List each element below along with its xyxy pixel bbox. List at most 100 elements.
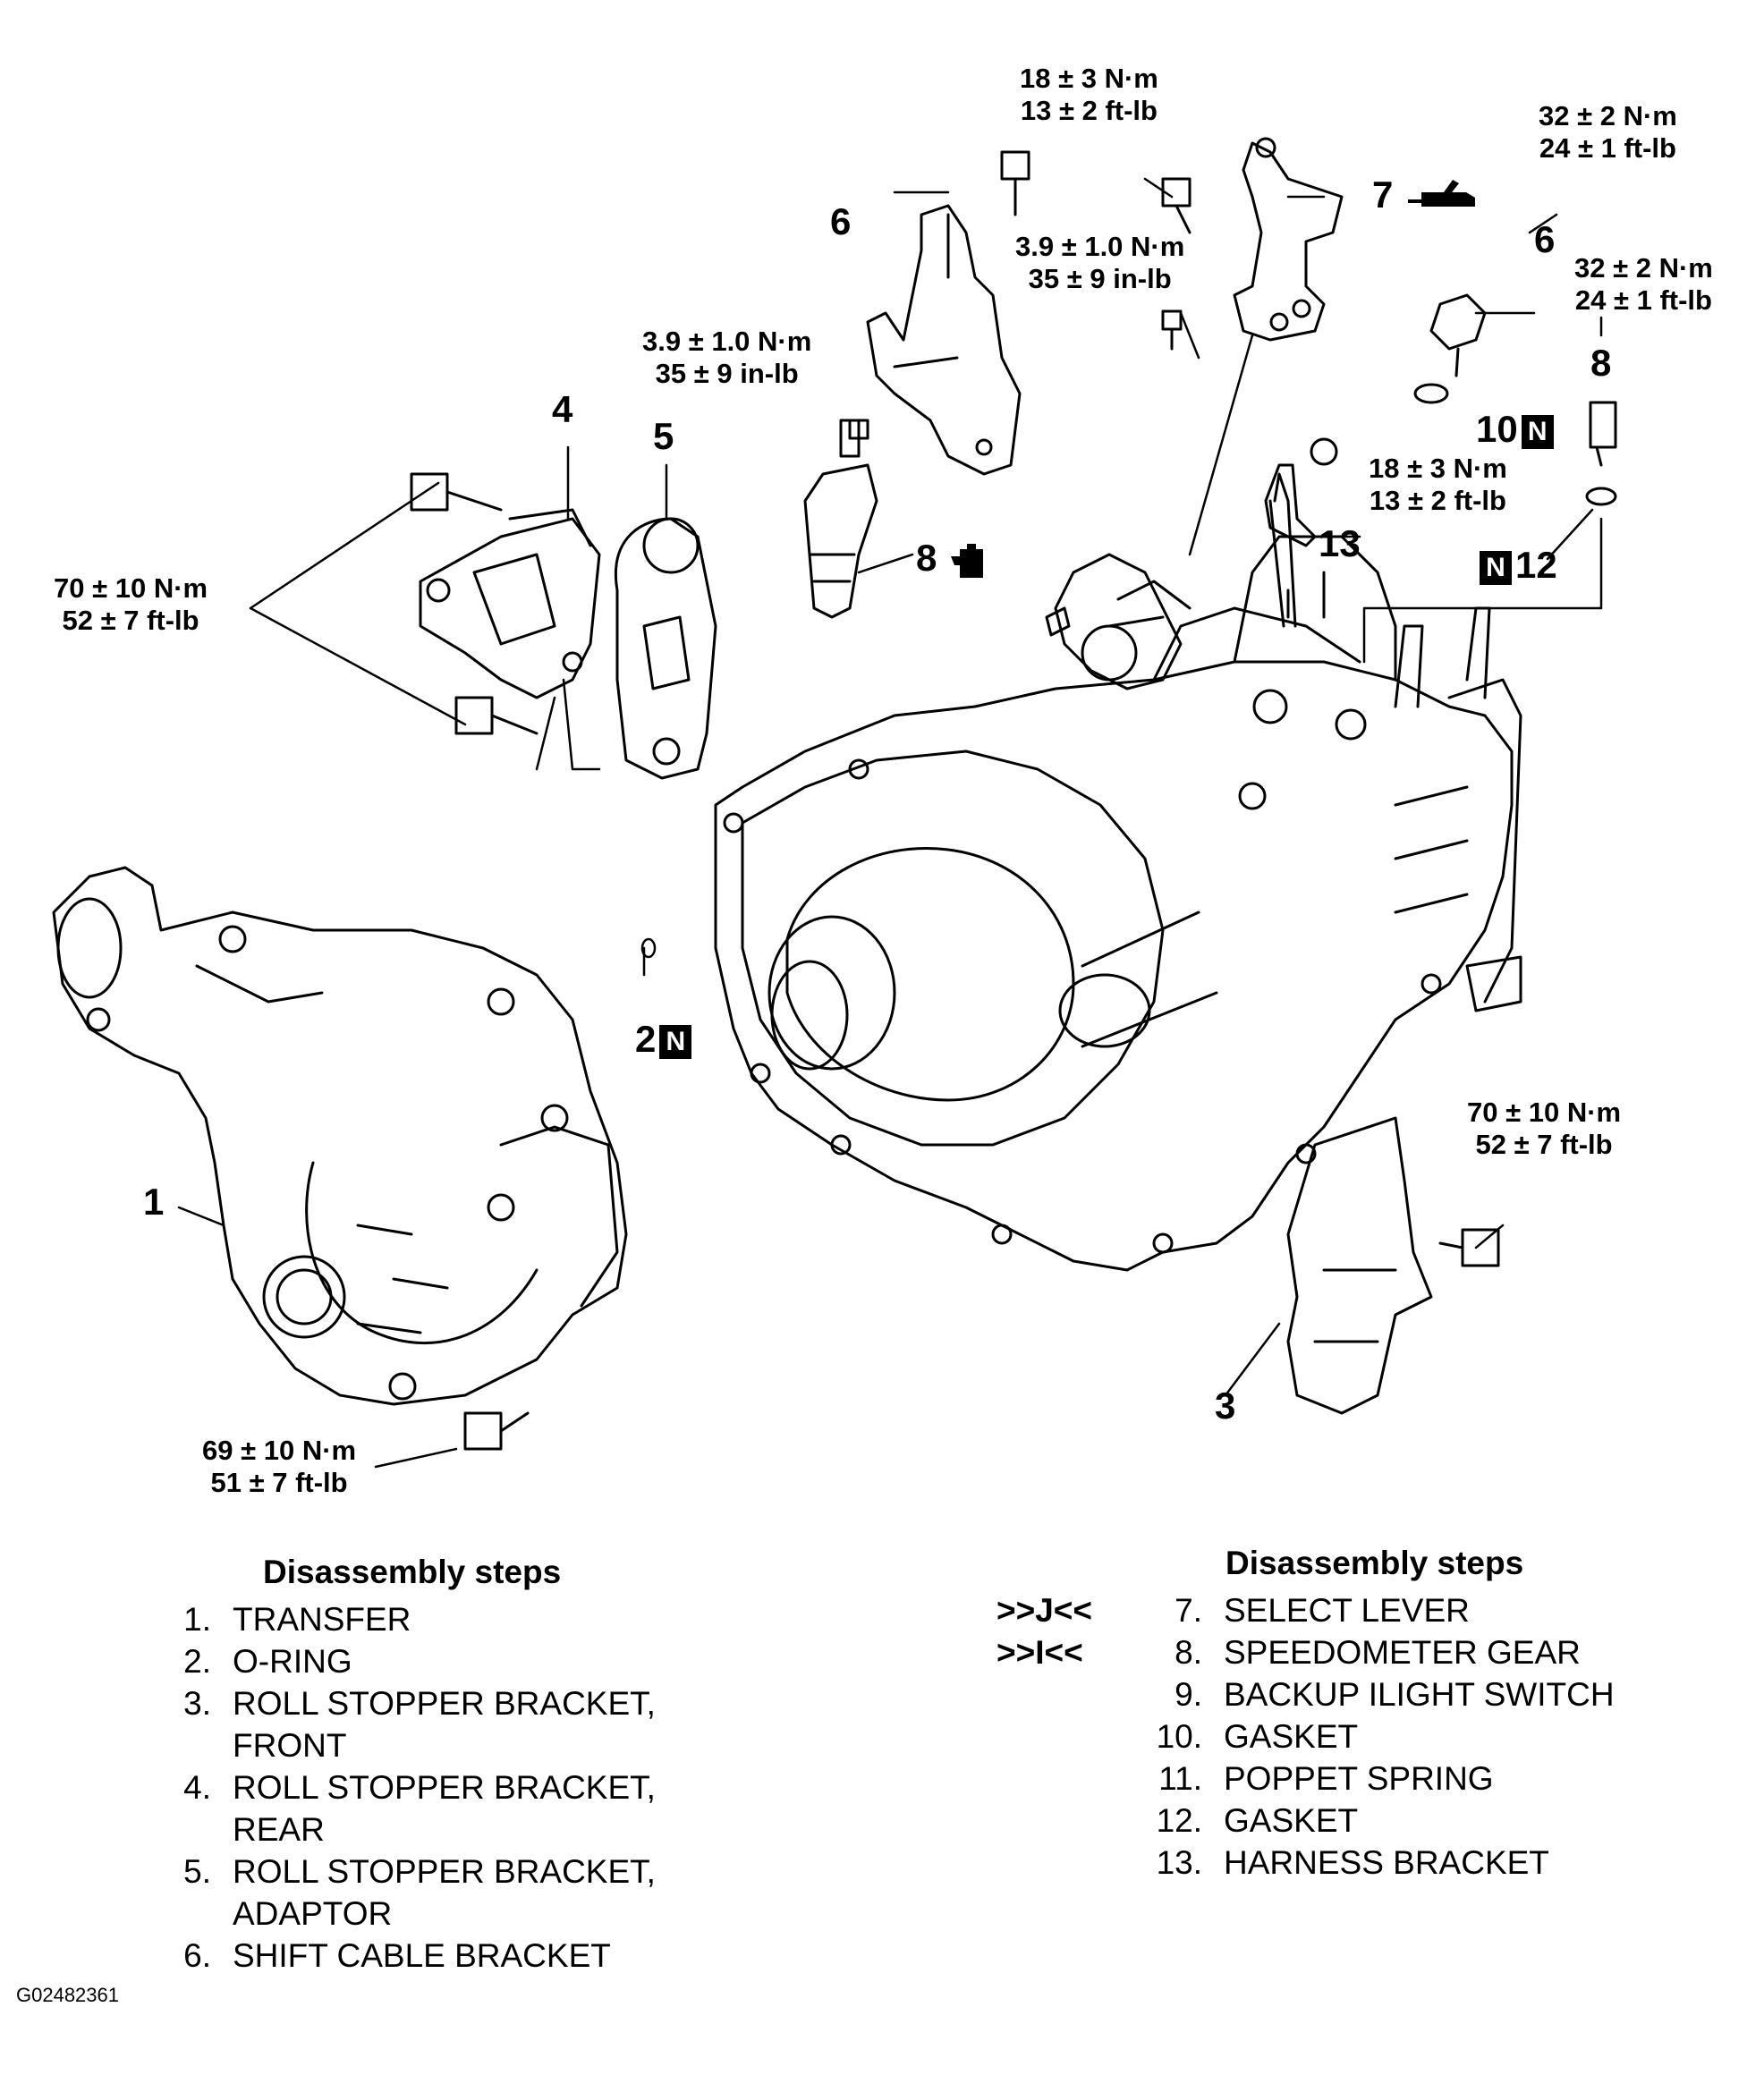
step-text: ROLL STOPPER BRACKET, [233, 1853, 656, 1890]
step-reference-mark [996, 1757, 1100, 1800]
torque-ftlb: 24 ± 1 ft-lb [1574, 284, 1712, 316]
torque-nm: 70 ± 10 N·m [54, 572, 208, 604]
torque-spec-harness: 18 ± 3 N·m 13 ± 2 ft-lb [1369, 453, 1507, 517]
step-row: 4.ROLL STOPPER BRACKET, [157, 1766, 656, 1808]
torque-nm: 18 ± 3 N·m [1369, 453, 1507, 484]
step-number [157, 1808, 211, 1851]
step-text: GASKET [1224, 1802, 1359, 1839]
torque-spec-transfer: 69 ± 10 N·m 51 ± 7 ft-lb [202, 1435, 356, 1499]
steps-list: >>J<<7.SELECT LEVER>>I<<8.SPEEDOMETER GE… [996, 1589, 1615, 1884]
torque-ftlb: 24 ± 1 ft-lb [1539, 132, 1676, 164]
step-number [157, 1893, 211, 1935]
step-text: SHIFT CABLE BRACKET [233, 1937, 611, 1974]
new-part-icon: N [1480, 550, 1512, 585]
callout-5: 5 [653, 415, 674, 457]
new-part-icon: N [659, 1024, 692, 1059]
callout-number: 8 [916, 537, 937, 579]
torque-ftlb: 52 ± 7 ft-lb [62, 605, 199, 636]
step-text: GASKET [1224, 1718, 1359, 1755]
step-number [157, 1724, 211, 1766]
step-number: 3. [183, 1685, 211, 1722]
step-row: 1.TRANSFER [157, 1598, 656, 1640]
torque-nm: 3.9 ± 1.0 N·m [642, 326, 812, 357]
step-text: FRONT [233, 1727, 347, 1764]
torque-spec-bracket-bolt: 3.9 ± 1.0 N·m 35 ± 9 in-lb [1015, 231, 1184, 295]
torque-spec-front-bracket: 70 ± 10 N·m 52 ± 7 ft-lb [1467, 1097, 1621, 1161]
step-row: 2.O-RING [157, 1640, 656, 1682]
step-text: BACKUP ILIGHT SWITCH [1224, 1676, 1615, 1713]
step-text: SELECT LEVER [1224, 1592, 1470, 1629]
step-row: 5. ROLL STOPPER BRACKET, [157, 1851, 656, 1893]
step-row: >>I<<8.SPEEDOMETER GEAR [996, 1631, 1615, 1673]
torque-spec-backup-switch: 32 ± 2 N·m 24 ± 1 ft-lb [1539, 100, 1677, 165]
step-text: HARNESS BRACKET [1224, 1844, 1549, 1881]
callout-7: 7 [1372, 175, 1484, 216]
oil-can-icon [951, 543, 984, 578]
step-row: ADAPTOR [157, 1893, 656, 1935]
step-row: >>J<< 7. SELECT LEVER [996, 1589, 1615, 1631]
steps-heading: Disassembly steps [263, 1554, 562, 1590]
front-bracket-drawing [1286, 1116, 1433, 1415]
select-lever-drawing [1233, 137, 1344, 342]
step-row: 3. ROLL STOPPER BRACKET, [157, 1682, 656, 1724]
step-reference-mark [996, 1842, 1100, 1884]
callout-6-bracket: 6 [830, 200, 852, 242]
step-text: O-RING [233, 1643, 352, 1680]
callout-number: 2 [635, 1018, 657, 1060]
step-number: 8. [1175, 1634, 1202, 1671]
callout-3: 3 [1215, 1385, 1236, 1427]
torque-nm: 69 ± 10 N·m [202, 1435, 357, 1466]
transfer-unit [52, 866, 628, 1406]
torque-ftlb: 52 ± 7 ft-lb [1475, 1129, 1613, 1160]
step-text: ROLL STOPPER BRACKET, [233, 1685, 656, 1722]
callout-number: 7 [1372, 174, 1394, 216]
callout-number: 10 [1476, 408, 1518, 450]
step-row: REAR [157, 1808, 656, 1851]
leader-lines [177, 177, 1603, 1469]
step-reference-mark [996, 1800, 1100, 1842]
step-number: 11. [1158, 1760, 1202, 1797]
torque-ftlb: 35 ± 9 in-lb [655, 358, 799, 389]
rear-bracket-drawing [419, 508, 601, 699]
torque-spec-poppet: 32 ± 2 N·m 24 ± 1 ft-lb [1574, 252, 1713, 317]
transaxle-case [714, 472, 1522, 1272]
step-row: 6.SHIFT CABLE BRACKET [157, 1935, 656, 1977]
step-text: SPEEDOMETER GEAR [1224, 1634, 1581, 1671]
step-text: REAR [233, 1811, 325, 1848]
torque-ftlb: 35 ± 9 in-lb [1028, 263, 1172, 294]
torque-nm: 70 ± 10 N·m [1467, 1097, 1622, 1128]
callout-6-switch: 6 [1534, 218, 1556, 260]
step-text: ADAPTOR [233, 1895, 393, 1932]
callout-1: 1 [143, 1181, 165, 1223]
step-reference-mark [996, 1715, 1100, 1757]
speedometer-gear-drawing [803, 419, 878, 619]
steps-right: Disassembly steps >>J<<7.SELECT LEVER>>I… [996, 1542, 1615, 1884]
o-ring-drawing [640, 937, 657, 959]
callout-8-speedo: 8 [916, 538, 992, 580]
figure-code: G02482361 [16, 1984, 119, 2006]
step-number: 9. [1175, 1676, 1202, 1713]
torque-ftlb: 13 ± 2 ft-lb [1020, 95, 1158, 126]
adaptor-drawing [615, 517, 717, 780]
bolts-drawing [410, 150, 1500, 1451]
step-number: 5. [183, 1853, 211, 1890]
steps-heading: Disassembly steps [1225, 1545, 1524, 1581]
step-text: POPPET SPRING [1224, 1760, 1494, 1797]
torque-ftlb: 13 ± 2 ft-lb [1369, 485, 1506, 516]
step-reference-mark [996, 1673, 1100, 1715]
step-reference-mark: >>J<< [996, 1592, 1093, 1629]
harness-bracket-drawing [1264, 437, 1338, 547]
step-row: FRONT [157, 1724, 656, 1766]
step-number: 7. [1175, 1592, 1202, 1629]
step-number: 4. [183, 1769, 211, 1806]
select-lever-housing [1045, 553, 1192, 690]
torque-nm: 18 ± 3 N·m [1020, 63, 1158, 94]
grease-gun-icon [1408, 179, 1476, 207]
torque-nm: 32 ± 2 N·m [1539, 100, 1677, 131]
torque-spec-rear-bracket: 70 ± 10 N·m 52 ± 7 ft-lb [54, 572, 208, 637]
